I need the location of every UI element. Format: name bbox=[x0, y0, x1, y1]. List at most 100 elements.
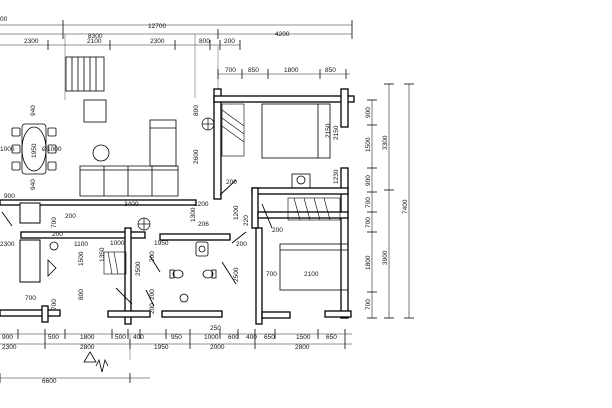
dim-bot-r1-0: 900 bbox=[2, 334, 13, 341]
dim-top-row3-3: 2300 bbox=[150, 38, 165, 45]
bathtub-icon bbox=[47, 259, 57, 277]
dim-int-l-4: 940 bbox=[30, 179, 37, 190]
dim-int-c-16: 250 bbox=[210, 325, 221, 332]
stair-icon bbox=[65, 56, 105, 92]
dim-int-c-2: 1300 bbox=[190, 207, 197, 222]
sink-icon bbox=[195, 241, 209, 257]
dim-bot-r1-6: 1000 bbox=[204, 334, 219, 341]
dim-int-r-3: 2100 bbox=[304, 271, 319, 278]
dim-bot-r1-7: 600 bbox=[228, 334, 239, 341]
dim-top-row3-1: 2300 bbox=[24, 38, 39, 45]
plant-symbols bbox=[137, 117, 215, 231]
dim-right-mid-2: 3900 bbox=[382, 250, 389, 265]
dim-bot-r2-3: 2000 bbox=[210, 344, 225, 351]
dim-int-c-11: 2500 bbox=[135, 261, 142, 276]
dim-right-inner-2: 1500 bbox=[365, 137, 372, 152]
dim-bot-r2-1: 2800 bbox=[80, 344, 95, 351]
dim-right-inner-1: 900 bbox=[365, 107, 372, 118]
bed-icon bbox=[261, 103, 349, 291]
dim-int-l-9: 1500 bbox=[78, 251, 85, 266]
dim-bot-r1-9: 650 bbox=[264, 334, 275, 341]
dim-bot-r1-8: 400 bbox=[246, 334, 257, 341]
dim-bot-r1-2: 1800 bbox=[80, 334, 95, 341]
dim-overall-top: 12700 bbox=[148, 23, 166, 30]
dim-room-height-2: 1230 bbox=[333, 169, 340, 184]
dim-int-c-14: 200 bbox=[149, 303, 156, 314]
dim-top-row4-4: 850 bbox=[325, 67, 336, 74]
dim-bot-overall: 6600 bbox=[42, 378, 57, 385]
dim-top-row4-2: 850 bbox=[248, 67, 259, 74]
dim-top-row2-2: 4200 bbox=[275, 31, 290, 38]
walls bbox=[0, 88, 355, 325]
dim-int-c-0: 3400 bbox=[124, 201, 139, 208]
section-marker-icon bbox=[83, 351, 109, 373]
dim-int-c-6: 200 bbox=[272, 227, 283, 234]
dim-bot-r2-2: 1950 bbox=[154, 344, 169, 351]
bottom-dimension-text: 900 500 1800 500 400 950 1000 600 400 65… bbox=[2, 334, 337, 385]
dim-bot-r1-5: 950 bbox=[171, 334, 182, 341]
dim-int-ru-0: 2150 bbox=[325, 123, 332, 138]
dim-top-row4-1: 700 bbox=[225, 67, 236, 74]
dim-right-inner-3: 900 bbox=[365, 175, 372, 186]
dim-int-c-5: 220 bbox=[243, 215, 250, 226]
cabinet bbox=[83, 99, 107, 123]
dim-bot-r1-3: 500 bbox=[115, 334, 126, 341]
toilet-icon bbox=[169, 269, 217, 279]
dim-bot-r2-4: 2800 bbox=[295, 344, 310, 351]
top-dimension-text: 00 12700 8300 4200 2300 2100 2300 800 20… bbox=[0, 16, 336, 74]
dim-top-row3-5: 200 bbox=[224, 38, 235, 45]
dim-top-row4-3: 1800 bbox=[284, 67, 299, 74]
dim-int-c-13: 200 bbox=[149, 289, 156, 300]
dim-top-row3-4: 800 bbox=[199, 38, 210, 45]
dim-bot-r1-1: 500 bbox=[48, 334, 59, 341]
dim-int-c-8: 1000 bbox=[110, 240, 125, 247]
washbasin-icon bbox=[49, 241, 189, 303]
dim-int-c-12: 200 bbox=[149, 251, 156, 262]
dim-int-r-0: 800 bbox=[193, 105, 200, 116]
dim-int-l-14: 200 bbox=[52, 231, 63, 238]
dim-top-row3-2: 2100 bbox=[87, 38, 102, 45]
dim-top-row2-1: 8300 bbox=[88, 33, 103, 40]
desk bbox=[291, 173, 311, 189]
dim-int-c-7: 200 bbox=[236, 241, 247, 248]
wardrobe bbox=[103, 103, 341, 275]
interior-dimension-text: 940 1000 1950 Ø1000 940 900 2300 700 110… bbox=[0, 105, 332, 332]
dim-room-height-1: 2150 bbox=[333, 125, 340, 140]
dim-right-inner-6: 1800 bbox=[365, 255, 372, 270]
dim-int-l-10: 700 bbox=[25, 295, 36, 302]
dim-int-l-2: 1950 bbox=[31, 143, 38, 158]
right-dimension-text: 7400 3300 3900 900 1500 900 700 700 1800… bbox=[333, 107, 409, 310]
sofa-icon bbox=[79, 119, 179, 197]
dim-int-r-4: 700 bbox=[266, 271, 277, 278]
dim-int-r-1: 2600 bbox=[193, 149, 200, 164]
dim-int-l-11: 800 bbox=[78, 289, 85, 300]
dimension-lines bbox=[0, 20, 414, 383]
dim-int-r-2: 200 bbox=[226, 179, 237, 186]
dim-right-inner-5: 700 bbox=[365, 217, 372, 228]
dim-bot-r1-4: 400 bbox=[133, 334, 144, 341]
dim-int-c-3: 1200 bbox=[233, 205, 240, 220]
dim-right-mid-1: 3300 bbox=[382, 135, 389, 150]
dim-right-inner-7: 700 bbox=[365, 299, 372, 310]
dim-bot-r2-0: 2300 bbox=[2, 344, 17, 351]
dim-int-l-12: 700 bbox=[51, 299, 58, 310]
door-arc-icon bbox=[1, 179, 273, 307]
dim-int-l-3: Ø1000 bbox=[42, 146, 62, 153]
dim-int-l-7: 700 bbox=[51, 217, 58, 228]
dining-table-icon bbox=[11, 123, 57, 175]
dim-int-c-4: 206 bbox=[198, 221, 209, 228]
dim-int-c-10: 1350 bbox=[99, 247, 106, 262]
dim-top-partial: 00 bbox=[0, 16, 8, 23]
dim-bot-r1-11: 650 bbox=[326, 334, 337, 341]
dim-int-l-0: 940 bbox=[30, 105, 37, 116]
dim-int-l-5: 900 bbox=[4, 193, 15, 200]
dim-int-l-13: 200 bbox=[65, 213, 76, 220]
dim-int-c-1: 1200 bbox=[194, 201, 209, 208]
dim-int-l-8: 1100 bbox=[74, 241, 88, 248]
dim-int-l-1: 1000 bbox=[0, 146, 15, 153]
dim-int-c-9: 1950 bbox=[154, 240, 169, 247]
dim-right-inner-4: 700 bbox=[365, 197, 372, 208]
dim-bot-r1-10: 1500 bbox=[296, 334, 311, 341]
dim-right-outer: 7400 bbox=[402, 199, 409, 214]
